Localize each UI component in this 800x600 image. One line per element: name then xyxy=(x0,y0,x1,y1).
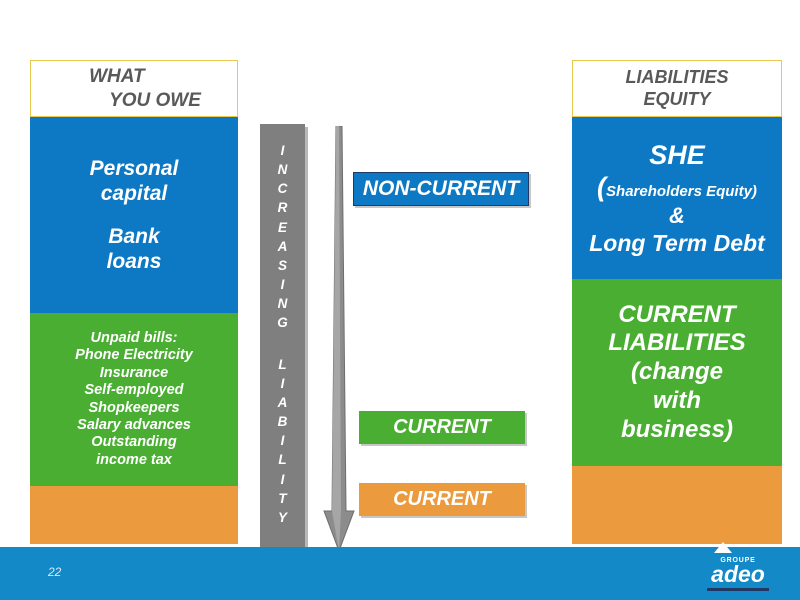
right-green-line4: with xyxy=(653,386,701,414)
right-header-line1: LIABILITIES xyxy=(625,66,729,87)
left-blue-line1: Personal xyxy=(89,157,179,181)
left-header-line2: YOU OWE xyxy=(109,89,201,111)
gray-bar-letter: I xyxy=(280,471,285,487)
left-green-line-4: Shopkeepers xyxy=(88,399,180,416)
right-header-line2: EQUITY xyxy=(643,88,711,109)
left-blue-line3: Bank xyxy=(108,224,160,248)
page-number: 22 xyxy=(48,565,62,579)
chip-non-current-label: NON-CURRENT xyxy=(362,177,520,200)
gray-bar-letter: I xyxy=(280,143,285,158)
gray-bar-letter: I xyxy=(280,433,285,449)
left-green-line-0: Unpaid bills: xyxy=(90,329,178,346)
right-blue-shareholders: (Shareholders Equity) xyxy=(589,171,764,203)
chip-current-green-label: CURRENT xyxy=(393,416,491,438)
right-blue-shareholders-text: Shareholders Equity) xyxy=(606,183,757,200)
gray-bar-letter: L xyxy=(278,452,287,468)
left-green-line-5: Salary advances xyxy=(77,416,191,433)
right-blue-long-term-debt: Long Term Debt xyxy=(589,229,765,256)
footer-bar: 22 GROUPE adeo xyxy=(0,542,800,600)
left-blue-spacer xyxy=(90,207,179,224)
left-blue-line2: capital xyxy=(100,182,168,206)
gray-bar-letter: C xyxy=(277,181,288,197)
left-orange-band xyxy=(30,486,238,544)
gray-bar-letter: N xyxy=(277,296,288,312)
logo-notch-icon xyxy=(714,542,732,553)
gray-bar-letter: I xyxy=(280,375,285,391)
right-green-line5: business) xyxy=(620,415,734,443)
right-blue-band: SHE (Shareholders Equity) & Long Term De… xyxy=(572,117,782,279)
open-paren: ( xyxy=(597,172,607,202)
left-column-header: WHAT YOU OWE xyxy=(30,60,238,117)
chip-current-green[interactable]: CURRENT xyxy=(359,411,525,444)
gray-bar-letter: L xyxy=(278,356,287,372)
left-green-band: Unpaid bills: Phone Electricity Insuranc… xyxy=(30,313,238,486)
gray-bar-letter: E xyxy=(277,219,287,235)
right-green-line3: (change xyxy=(630,358,723,386)
groupe-adeo-logo: GROUPE adeo xyxy=(692,542,784,599)
right-column-header: LIABILITIES EQUITY xyxy=(572,60,782,117)
left-blue-line4: loans xyxy=(106,249,162,273)
gray-bar-letter: N xyxy=(277,162,288,178)
gray-bar-letter: Y xyxy=(277,509,287,525)
logo-underline xyxy=(707,588,769,591)
increasing-liability-bar: I N C R E A S I N G L I A B I L I T Y xyxy=(260,124,305,548)
left-green-line-2: Insurance xyxy=(99,364,169,381)
logo-groupe-text: GROUPE xyxy=(720,557,756,564)
gray-bar-letter: B xyxy=(277,414,288,430)
logo-adeo-text: adeo xyxy=(711,561,765,587)
left-green-line-6: Outstanding xyxy=(91,434,177,451)
left-green-line-3: Self-employed xyxy=(84,382,184,399)
gray-bar-letter: S xyxy=(277,257,287,273)
gray-bar-letter: R xyxy=(277,200,288,216)
left-blue-band: Personal capital Bank loans xyxy=(30,117,238,313)
right-green-line2: LIABILITIES xyxy=(608,329,746,357)
chip-current-orange[interactable]: CURRENT xyxy=(359,483,525,516)
right-blue-ampersand: & xyxy=(669,203,685,229)
left-green-line-7: income tax xyxy=(96,451,172,468)
gray-bar-letter: I xyxy=(280,277,285,293)
right-green-line1: CURRENT xyxy=(618,300,736,328)
gray-bar-letter: G xyxy=(277,315,288,331)
right-green-band: CURRENT LIABILITIES (change with busines… xyxy=(572,279,782,466)
chip-current-orange-label: CURRENT xyxy=(393,488,491,510)
left-header-line1: WHAT xyxy=(89,66,145,88)
left-green-line-1: Phone Electricity xyxy=(75,347,193,364)
chip-non-current[interactable]: NON-CURRENT xyxy=(353,172,529,206)
down-arrow-icon xyxy=(323,126,355,551)
gray-bar-letter: A xyxy=(277,394,288,410)
right-blue-she: SHE xyxy=(649,139,705,170)
gray-bar-letter: T xyxy=(278,490,287,506)
gray-bar-letter: A xyxy=(277,238,288,254)
right-orange-band xyxy=(572,466,782,544)
